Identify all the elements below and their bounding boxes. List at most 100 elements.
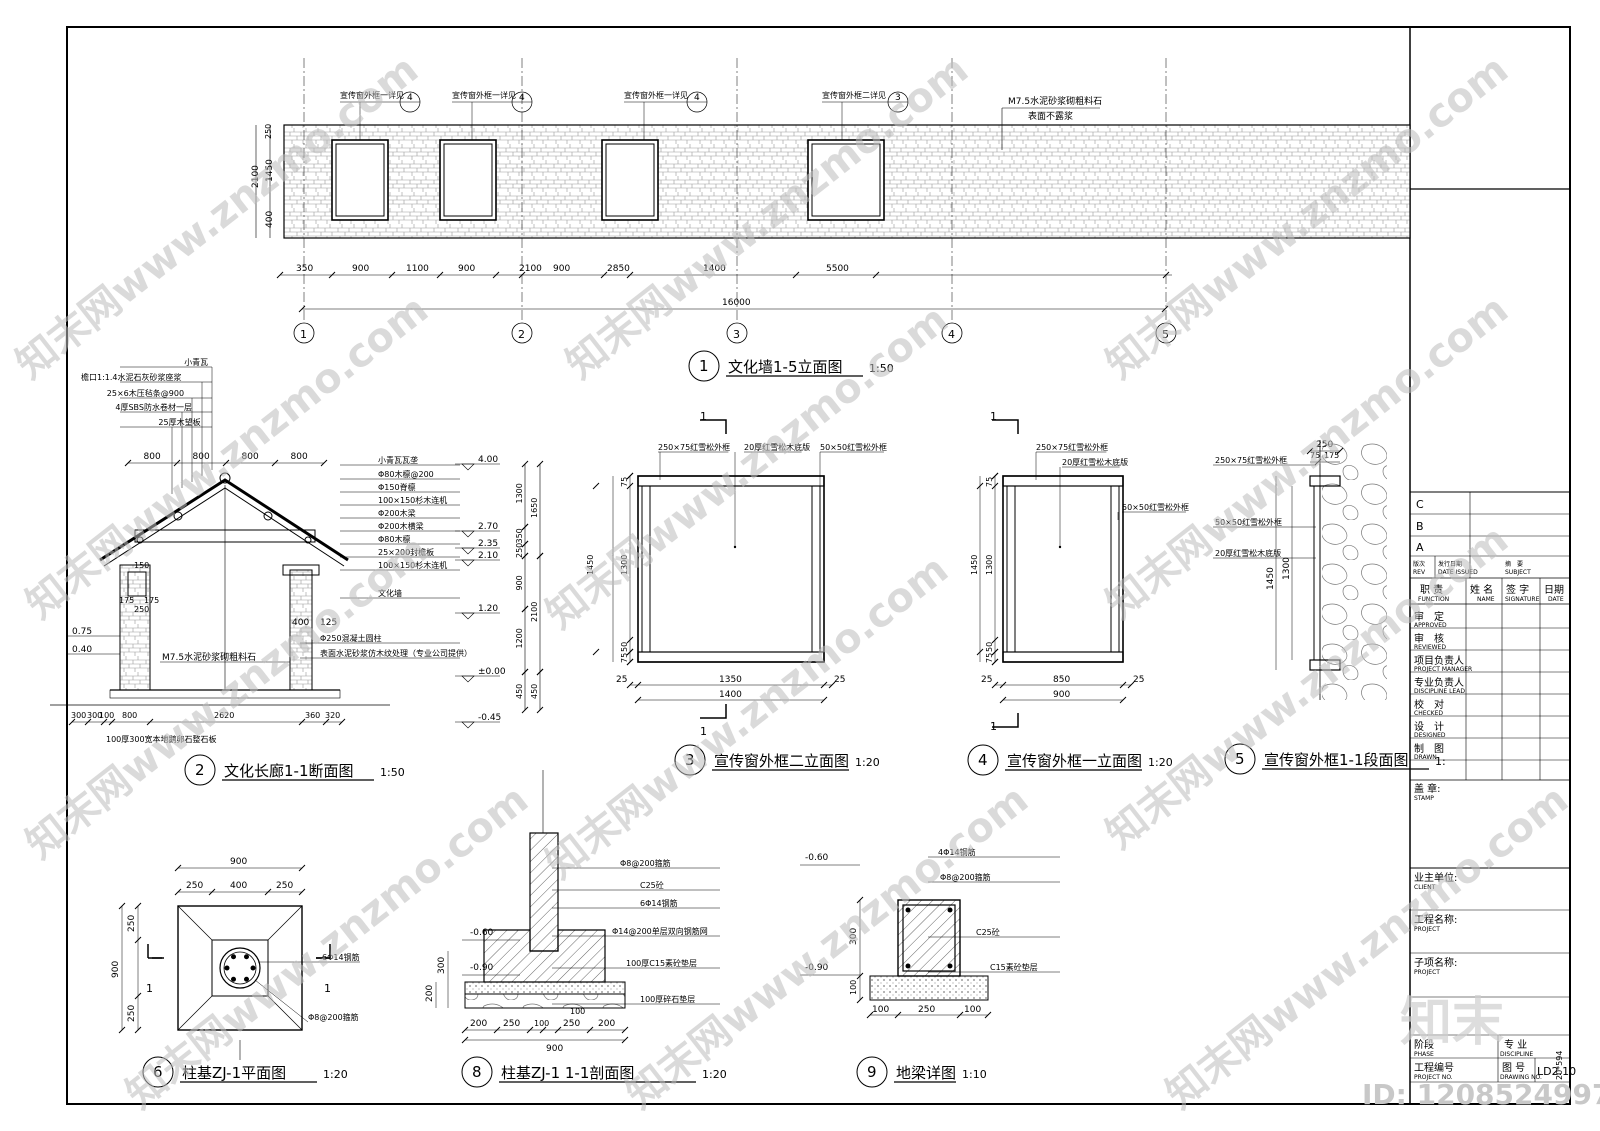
footing-elev: -0.90	[470, 963, 494, 973]
line	[322, 718, 330, 726]
wall-windows	[331, 139, 885, 221]
line	[894, 1011, 902, 1019]
line	[991, 648, 999, 656]
wall-hdim: 2100	[519, 264, 542, 274]
footplan-left-dim: 250	[127, 915, 137, 932]
corridor-bottom-dim: 300	[87, 711, 102, 720]
corridor-right-note: Φ80木檩@200	[378, 469, 434, 479]
view-number: 9	[867, 1063, 877, 1081]
line	[872, 271, 880, 279]
view-number: 1	[699, 357, 709, 375]
view-scale: 1:20	[702, 1068, 727, 1081]
axis-number: 4	[948, 328, 955, 341]
footing-bottom-dim: 200	[598, 1019, 615, 1029]
role-label-en: DISCIPLINE LEAD	[1414, 688, 1465, 695]
line	[328, 271, 336, 279]
line	[856, 996, 864, 1004]
frame-hdim: 1400	[719, 690, 742, 700]
footing-column	[529, 832, 559, 952]
corridor-right-note: 100×150杉木连机	[378, 560, 447, 570]
line	[264, 888, 272, 896]
drawing-number: LD2.10	[1537, 1065, 1576, 1078]
line	[626, 658, 634, 666]
view-bubble	[688, 350, 720, 382]
line	[1162, 271, 1170, 279]
line	[271, 459, 279, 467]
corridor-dim-150: 150	[134, 561, 149, 570]
logo: 知末	[1400, 993, 1504, 1053]
corridor-right-note: 25×200封檐板	[378, 547, 434, 557]
frame-vdim: 1450	[586, 555, 595, 575]
footing-section-note: C25砼	[640, 880, 664, 890]
rock-backdrop	[1322, 440, 1387, 700]
corridor-vdim: 1650	[530, 498, 539, 518]
line	[991, 482, 999, 490]
corridor-roof	[99, 478, 349, 562]
line	[626, 648, 634, 656]
role-label: 设 计	[1414, 720, 1444, 733]
frame-hdim: 25	[616, 675, 627, 685]
corridor-vdim: 1300	[515, 483, 524, 503]
line	[999, 696, 1007, 704]
line	[991, 636, 999, 644]
stamp-label-en: STAMP	[1414, 795, 1434, 802]
footing-section-note: Φ14@200单层双向钢筋网	[612, 926, 708, 936]
line	[626, 271, 634, 279]
corridor-bottom-note: 100厚300宽本地鹅卵石整石板	[106, 734, 217, 744]
stamp-label: 盖 章:	[1414, 782, 1441, 795]
view-title: 柱基ZJ-1 1-1剖面图	[501, 1064, 634, 1082]
corridor-right-note: Φ200木横梁	[378, 521, 424, 531]
view-scale: 1:50	[380, 766, 405, 779]
corridor-elevation: -0.45	[478, 713, 501, 723]
beam-note: 4Φ14钢筋	[938, 847, 976, 857]
frame-hdim: 900	[1053, 690, 1070, 700]
frame-hdim: 25	[1133, 675, 1144, 685]
line	[984, 1011, 992, 1019]
client-label: 业主单位:	[1414, 871, 1457, 884]
line	[976, 482, 984, 490]
footplan-sec-right: 1	[324, 982, 331, 995]
line	[521, 523, 529, 531]
axis-bubble	[1155, 322, 1177, 344]
line	[792, 271, 800, 279]
subproject-label: 子项名称:	[1414, 956, 1457, 969]
corridor-vdim: 350	[515, 528, 524, 543]
window-panel	[605, 143, 655, 217]
line	[999, 681, 1007, 689]
line	[536, 552, 544, 560]
window-panel	[335, 143, 385, 217]
line	[298, 718, 306, 726]
beam-note: C15素砼垫层	[990, 962, 1038, 972]
line	[592, 482, 600, 490]
line	[521, 552, 529, 560]
frame-section-vdim: 1300	[1282, 557, 1292, 580]
frame-section-note: 250×75红雪松外框	[1215, 455, 1287, 465]
line	[521, 540, 529, 548]
role-label-en: PROJECT MANAGER	[1414, 666, 1472, 673]
wall-hdim: 1100	[406, 264, 429, 274]
corridor-right-note: Φ200木梁	[378, 508, 416, 518]
frame-section-note: 20厚红雪松木底版	[1215, 548, 1281, 558]
frame2-sec-bottom: 1	[700, 725, 707, 738]
axis-bubble	[293, 322, 315, 344]
wall-hdim: 2850	[607, 264, 630, 274]
corridor-vdim: 2100	[530, 602, 539, 622]
corridor-top-dim: 800	[193, 452, 210, 462]
view-title: 宣传窗外框二立面图	[714, 752, 849, 770]
wall-vdim-1450: 1450	[265, 159, 275, 182]
column-circle	[219, 947, 261, 989]
line	[536, 460, 544, 468]
role-label: 审 定	[1414, 610, 1444, 623]
view-number: 6	[153, 1063, 163, 1081]
line	[521, 668, 529, 676]
footing-bottom-dim: 100	[534, 1019, 549, 1028]
